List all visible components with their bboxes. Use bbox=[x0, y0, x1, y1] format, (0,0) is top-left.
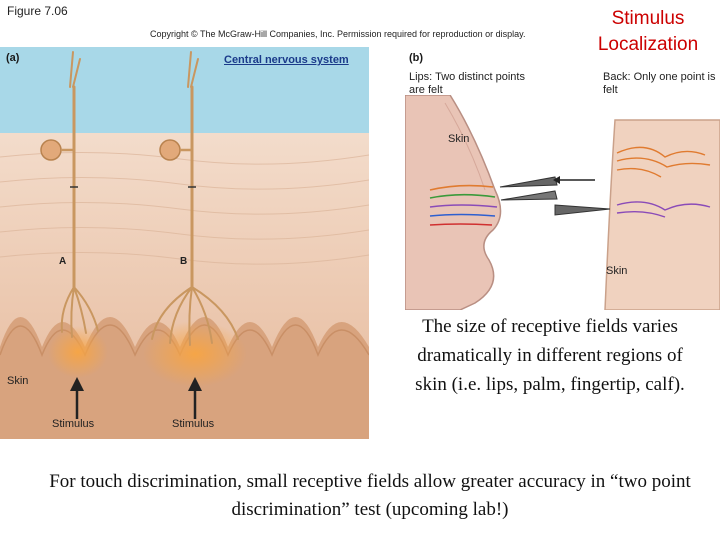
back-profile bbox=[604, 119, 720, 310]
stimulus-arrow-b bbox=[188, 377, 202, 419]
copyright-notice: Copyright © The McGraw-Hill Companies, I… bbox=[150, 29, 526, 39]
figure-label: Figure 7.06 bbox=[7, 4, 68, 18]
lips-profile bbox=[405, 95, 502, 310]
arrow-lips bbox=[553, 176, 595, 184]
probe-back bbox=[554, 204, 611, 216]
panel-b-label: (b) bbox=[409, 52, 424, 64]
cns-label: Central nervous system bbox=[224, 54, 349, 66]
stimulus-label-b: Stimulus bbox=[172, 418, 215, 430]
cns-region bbox=[0, 47, 369, 133]
probe-lips-upper bbox=[499, 176, 558, 188]
receptive-field-a bbox=[48, 326, 108, 378]
skin-label-lips: Skin bbox=[448, 133, 470, 145]
back-caption: Back: Only one point is felt bbox=[603, 71, 716, 96]
receptive-field-b bbox=[143, 321, 247, 387]
two-point-discrimination-illustration bbox=[405, 95, 720, 310]
skin-label-back: Skin bbox=[606, 265, 628, 277]
stimulus-label-a: Stimulus bbox=[52, 418, 95, 430]
cell-body-b bbox=[159, 139, 181, 161]
slide-title: Stimulus Localization bbox=[597, 8, 699, 55]
neuron-b-label: B bbox=[180, 256, 188, 267]
panel-a-label: (a) bbox=[6, 52, 20, 64]
receptive-field-paragraph: The size of receptive fields varies dram… bbox=[415, 316, 685, 395]
lips-caption: Lips: Two distinct points are felt bbox=[409, 71, 525, 96]
neuron-a-label: A bbox=[59, 256, 67, 267]
probe-lips-lower bbox=[500, 190, 558, 201]
discrimination-paragraph: For touch discrimination, small receptiv… bbox=[49, 471, 691, 520]
receptive-field-illustration bbox=[0, 47, 369, 439]
skin-label: Skin bbox=[7, 375, 29, 387]
cell-body-a bbox=[40, 139, 62, 161]
stimulus-arrow-a bbox=[70, 377, 84, 419]
